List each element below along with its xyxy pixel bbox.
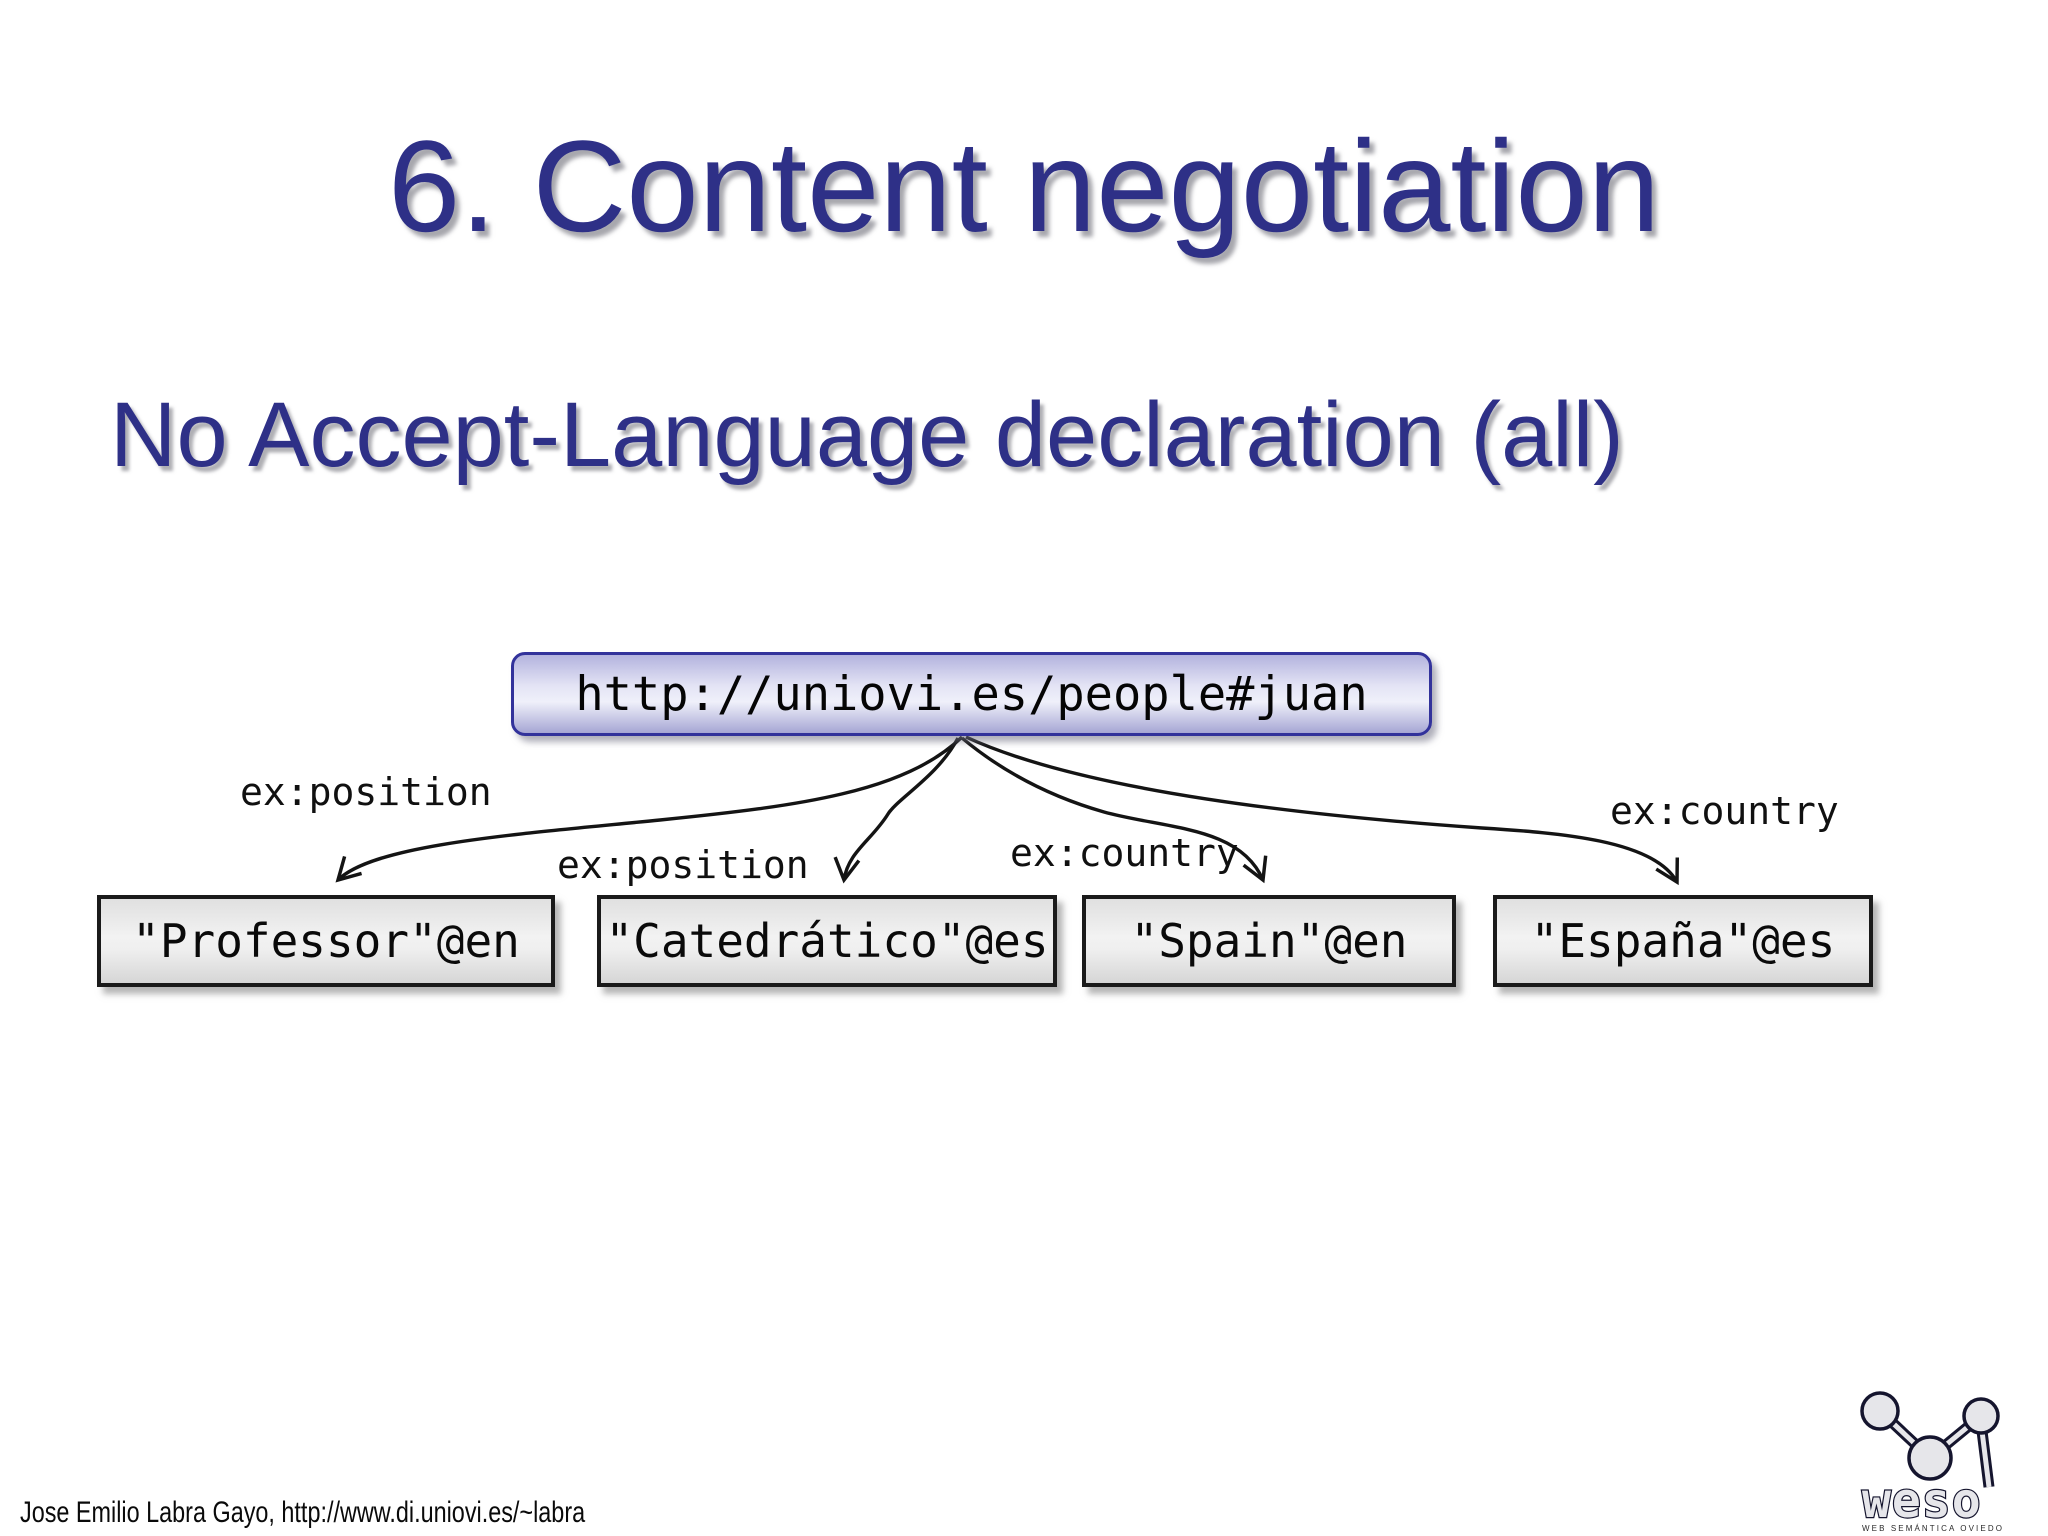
footer-credit: Jose Emilio Labra Gayo, http://www.di.un…	[20, 1496, 586, 1529]
logo-caption: WEB SEMÁNTICA OVIEDO	[1862, 1524, 2004, 1533]
edge-arrow-position-es	[833, 737, 960, 884]
object-node-professor-en: "Professor"@en	[97, 895, 555, 987]
object-node-spain-en: "Spain"@en	[1082, 895, 1456, 987]
object-node-espana-es: "España"@es	[1493, 895, 1873, 987]
logo-molecule-circles	[1860, 1391, 2000, 1481]
edge-label-country-es: ex:country	[1610, 789, 1839, 833]
slide-subtitle: No Accept-Language declaration (all)	[110, 384, 1624, 486]
slide-title: 6. Content negotiation	[387, 113, 1661, 259]
object-node-catedratico-es: "Catedrático"@es	[597, 895, 1057, 987]
logo-wordmark: weso	[1862, 1473, 1982, 1529]
weso-logo: weso WEB SEMÁNTICA OVIEDO	[1860, 1391, 2004, 1533]
subject-node: http://uniovi.es/people#juan	[511, 652, 1432, 736]
edge-label-position-es: ex:position	[557, 843, 809, 887]
edge-label-position-en: ex:position	[240, 770, 492, 814]
edge-label-country-en: ex:country	[1010, 831, 1239, 875]
